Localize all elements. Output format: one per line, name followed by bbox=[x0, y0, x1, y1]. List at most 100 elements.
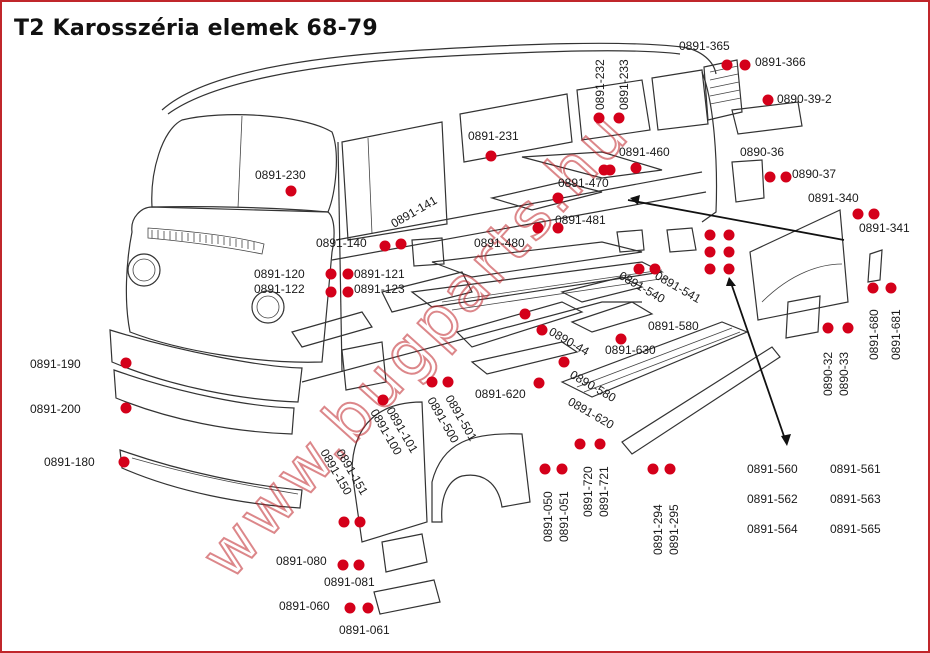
part-marker-dot bbox=[442, 376, 454, 388]
part-number-label: 0891-340 bbox=[808, 191, 859, 205]
part-marker-dot bbox=[552, 192, 564, 204]
part-number-label: 0891-051 bbox=[557, 491, 571, 542]
part-marker-dot bbox=[342, 268, 354, 280]
part-number-label: 0891-231 bbox=[468, 129, 519, 143]
part-marker-dot bbox=[885, 282, 897, 294]
part-number-label: 0891-061 bbox=[339, 623, 390, 637]
part-marker-dot bbox=[649, 263, 661, 275]
part-number-label: 0891-470 bbox=[558, 176, 609, 190]
part-number-label: 0891-233 bbox=[617, 59, 631, 110]
part-number-label: 0891-060 bbox=[279, 599, 330, 613]
part-marker-dot bbox=[574, 438, 586, 450]
part-marker-dot bbox=[633, 263, 645, 275]
part-marker-dot bbox=[852, 208, 864, 220]
part-marker-dot bbox=[723, 246, 735, 258]
part-number-label: 0890-37 bbox=[792, 167, 836, 181]
part-number-label: 0891-120 bbox=[254, 267, 305, 281]
part-marker-dot bbox=[532, 222, 544, 234]
part-marker-dot bbox=[285, 185, 297, 197]
part-marker-dot bbox=[704, 229, 716, 241]
part-marker-dot bbox=[120, 402, 132, 414]
part-marker-dot bbox=[723, 263, 735, 275]
part-number-label: 0891-230 bbox=[255, 168, 306, 182]
van-body-drawing bbox=[109, 42, 883, 615]
part-marker-dot bbox=[594, 438, 606, 450]
part-marker-dot bbox=[353, 559, 365, 571]
part-marker-dot bbox=[533, 377, 545, 389]
part-marker-dot bbox=[593, 112, 605, 124]
part-marker-dot bbox=[630, 162, 642, 174]
part-dots bbox=[118, 59, 897, 614]
part-marker-dot bbox=[325, 268, 337, 280]
page-title: T2 Karosszéria elemek 68-79 bbox=[14, 16, 378, 41]
part-marker-dot bbox=[739, 59, 751, 71]
part-marker-dot bbox=[485, 150, 497, 162]
part-marker-dot bbox=[120, 357, 132, 369]
part-marker-dot bbox=[647, 463, 659, 475]
part-marker-dot bbox=[354, 516, 366, 528]
part-number-label: 0891-481 bbox=[555, 213, 606, 227]
part-number-label: 0891-121 bbox=[354, 267, 405, 281]
part-marker-dot bbox=[426, 376, 438, 388]
part-marker-dot bbox=[118, 456, 130, 468]
part-number-label: 0891-190 bbox=[30, 357, 81, 371]
part-number-label: 0891-200 bbox=[30, 402, 81, 416]
part-marker-dot bbox=[325, 286, 337, 298]
part-marker-dot bbox=[822, 322, 834, 334]
arrow-head-top bbox=[726, 277, 736, 286]
part-number-label: 0891-564 bbox=[747, 522, 798, 536]
part-number-label: 0891-480 bbox=[474, 236, 525, 250]
part-number-label: 0891-681 bbox=[889, 309, 903, 360]
part-number-label: 0891-565 bbox=[830, 522, 881, 536]
part-marker-dot bbox=[780, 171, 792, 183]
part-number-label: 0891-232 bbox=[593, 59, 607, 110]
part-marker-dot bbox=[558, 356, 570, 368]
part-marker-dot bbox=[664, 463, 676, 475]
part-marker-dot bbox=[615, 333, 627, 345]
part-marker-dot bbox=[723, 229, 735, 241]
part-marker-dot bbox=[536, 324, 548, 336]
part-number-label: 0891-460 bbox=[619, 145, 670, 159]
part-number-label: 0891-341 bbox=[859, 221, 910, 235]
arrow-group bbox=[627, 195, 845, 446]
part-number-label: 0890-33 bbox=[837, 352, 851, 396]
part-number-label: 0891-050 bbox=[541, 491, 555, 542]
part-number-label: 0891-563 bbox=[830, 492, 881, 506]
part-marker-dot bbox=[556, 463, 568, 475]
arrow-head-bottom bbox=[781, 434, 791, 446]
part-marker-dot bbox=[868, 208, 880, 220]
part-number-label: 0891-180 bbox=[44, 455, 95, 469]
part-marker-dot bbox=[842, 322, 854, 334]
part-number-label: 0891-365 bbox=[679, 39, 730, 53]
part-number-label: 0891-720 bbox=[581, 466, 595, 517]
part-number-label: 0891-680 bbox=[867, 309, 881, 360]
part-marker-dot bbox=[721, 59, 733, 71]
part-marker-dot bbox=[598, 164, 610, 176]
part-marker-dot bbox=[379, 240, 391, 252]
part-marker-dot bbox=[344, 602, 356, 614]
part-marker-dot bbox=[342, 286, 354, 298]
part-number-label: 0891-080 bbox=[276, 554, 327, 568]
part-number-label: 0891-560 bbox=[747, 462, 798, 476]
part-number-label: 0890-39-2 bbox=[777, 92, 832, 106]
part-marker-dot bbox=[395, 238, 407, 250]
part-marker-dot bbox=[867, 282, 879, 294]
part-marker-dot bbox=[337, 559, 349, 571]
part-number-label: 0891-122 bbox=[254, 282, 305, 296]
part-number-label: 0891-721 bbox=[597, 466, 611, 517]
part-number-label: 0891-081 bbox=[324, 575, 375, 589]
part-number-label: 0891-295 bbox=[667, 504, 681, 555]
arrow-head-upper bbox=[630, 195, 640, 205]
part-marker-dot bbox=[552, 222, 564, 234]
arrow-lower bbox=[729, 279, 787, 443]
part-number-label: 0891-366 bbox=[755, 55, 806, 69]
part-number-label: 0891-630 bbox=[605, 343, 656, 357]
part-number-label: 0890-32 bbox=[821, 352, 835, 396]
part-marker-dot bbox=[762, 94, 774, 106]
part-marker-dot bbox=[519, 308, 531, 320]
part-number-label: 0891-140 bbox=[316, 236, 367, 250]
part-marker-dot bbox=[539, 463, 551, 475]
part-number-label: 0891-123 bbox=[354, 282, 405, 296]
